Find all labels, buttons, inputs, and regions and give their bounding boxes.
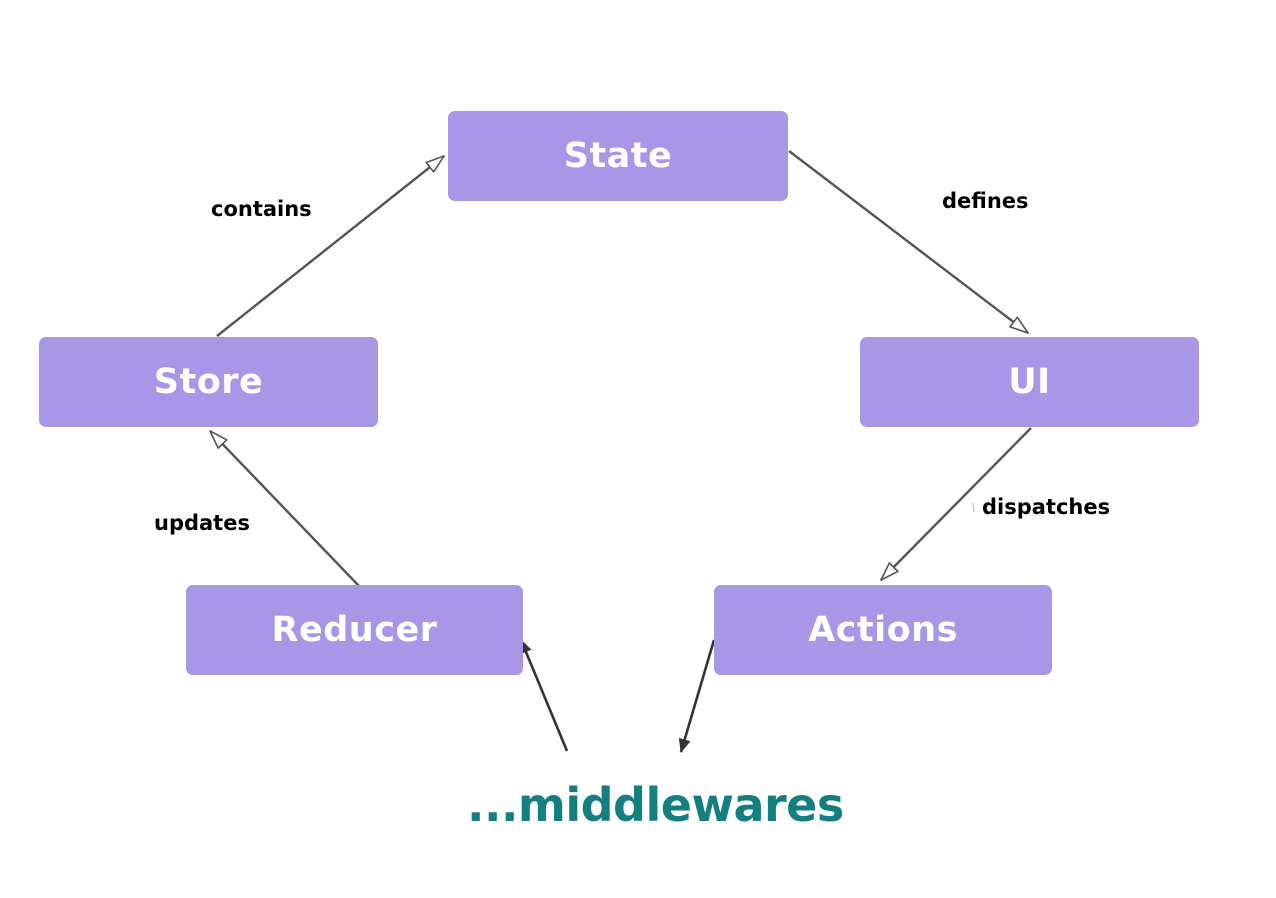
state-node: State <box>448 111 788 201</box>
middlewares-label: ...middlewares <box>467 778 844 832</box>
reducer-node-label: Reducer <box>271 610 438 650</box>
store-node: Store <box>39 337 378 427</box>
edge-label-updates: updates <box>154 511 250 535</box>
ui-node: UI <box>860 337 1199 427</box>
edge-label-contains: contains <box>211 197 312 221</box>
edge-middlewares-to-reducer <box>519 639 569 752</box>
ui-node-label: UI <box>1008 362 1051 402</box>
actions-node-label: Actions <box>808 610 958 650</box>
stray-mark <box>972 502 975 513</box>
reducer-node: Reducer <box>186 585 523 675</box>
edge-label-defines: defines <box>942 189 1029 213</box>
edge-state-to-ui <box>788 150 1029 334</box>
edge-store-to-state <box>216 155 445 337</box>
edge-actions-to-middlewares <box>678 639 716 753</box>
edge-reducer-to-store <box>209 430 360 587</box>
edge-label-dispatches: dispatches <box>982 495 1111 519</box>
store-node-label: Store <box>153 362 264 402</box>
state-node-label: State <box>563 136 673 176</box>
actions-node: Actions <box>714 585 1052 675</box>
edge-ui-to-actions <box>880 427 1032 581</box>
